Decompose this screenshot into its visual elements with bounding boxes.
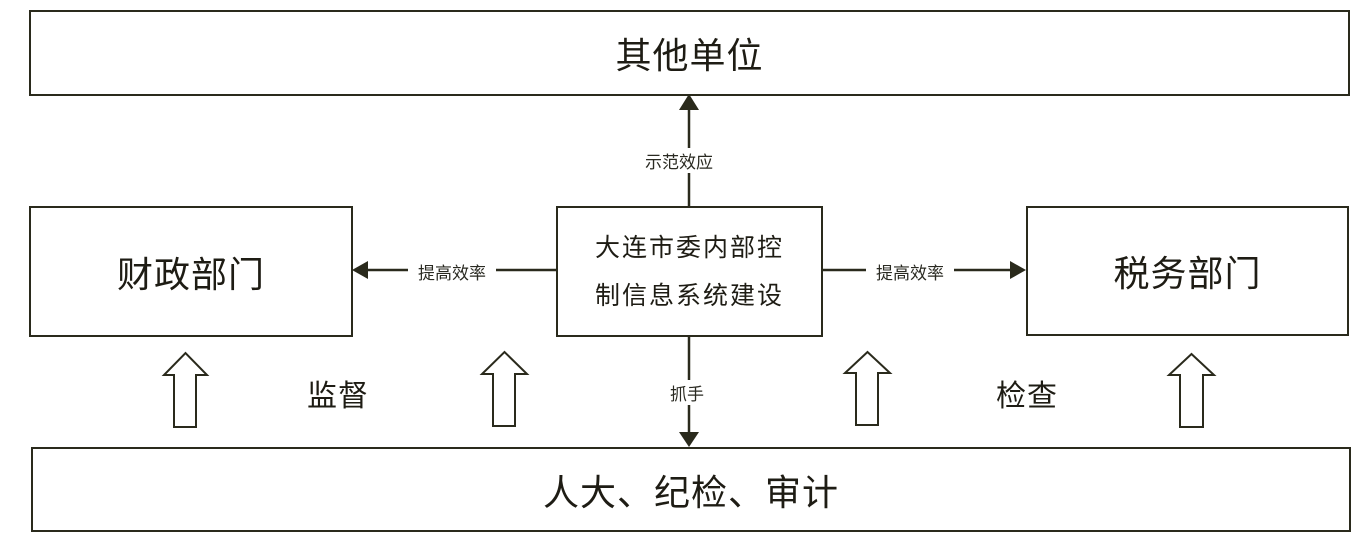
node-tax-dept-label: 税务部门 bbox=[1113, 254, 1262, 295]
edge-right-arrowhead bbox=[1010, 261, 1026, 279]
edge-up-arrowhead bbox=[679, 94, 699, 110]
node-center-line1: 大连市委内部控 bbox=[594, 232, 784, 262]
node-finance-dept: 财政部门 bbox=[29, 206, 353, 337]
hollow-up-arrow-icon bbox=[161, 351, 210, 428]
edge-left-arrowhead bbox=[352, 261, 368, 279]
hollow-up-arrow-icon bbox=[479, 350, 530, 427]
edge-left-label: 提高效率 bbox=[408, 259, 496, 284]
node-tax-dept: 税务部门 bbox=[1026, 206, 1349, 336]
node-internal-control-system: 大连市委内部控 制信息系统建设 bbox=[556, 206, 823, 337]
node-other-units: 其他单位 bbox=[29, 10, 1350, 96]
node-bottom-label: 人大、纪检、审计 bbox=[542, 472, 839, 514]
edge-down-label: 抓手 bbox=[666, 380, 708, 405]
node-npc-discipline-audit: 人大、纪检、审计 bbox=[31, 447, 1351, 532]
node-center-line2: 制信息系统建设 bbox=[594, 280, 784, 310]
hollow-up-arrow-icon bbox=[1166, 352, 1217, 428]
edge-right-label: 提高效率 bbox=[866, 259, 954, 284]
hollow-up-arrow-icon bbox=[842, 350, 893, 426]
edge-down-arrowhead bbox=[679, 432, 699, 447]
edge-up-label: 示范效应 bbox=[641, 148, 717, 173]
node-other-units-label: 其他单位 bbox=[615, 36, 764, 77]
supervision-label: 监督 bbox=[307, 379, 369, 414]
inspection-label: 检查 bbox=[996, 379, 1058, 414]
node-finance-dept-label: 财政部门 bbox=[116, 254, 265, 296]
